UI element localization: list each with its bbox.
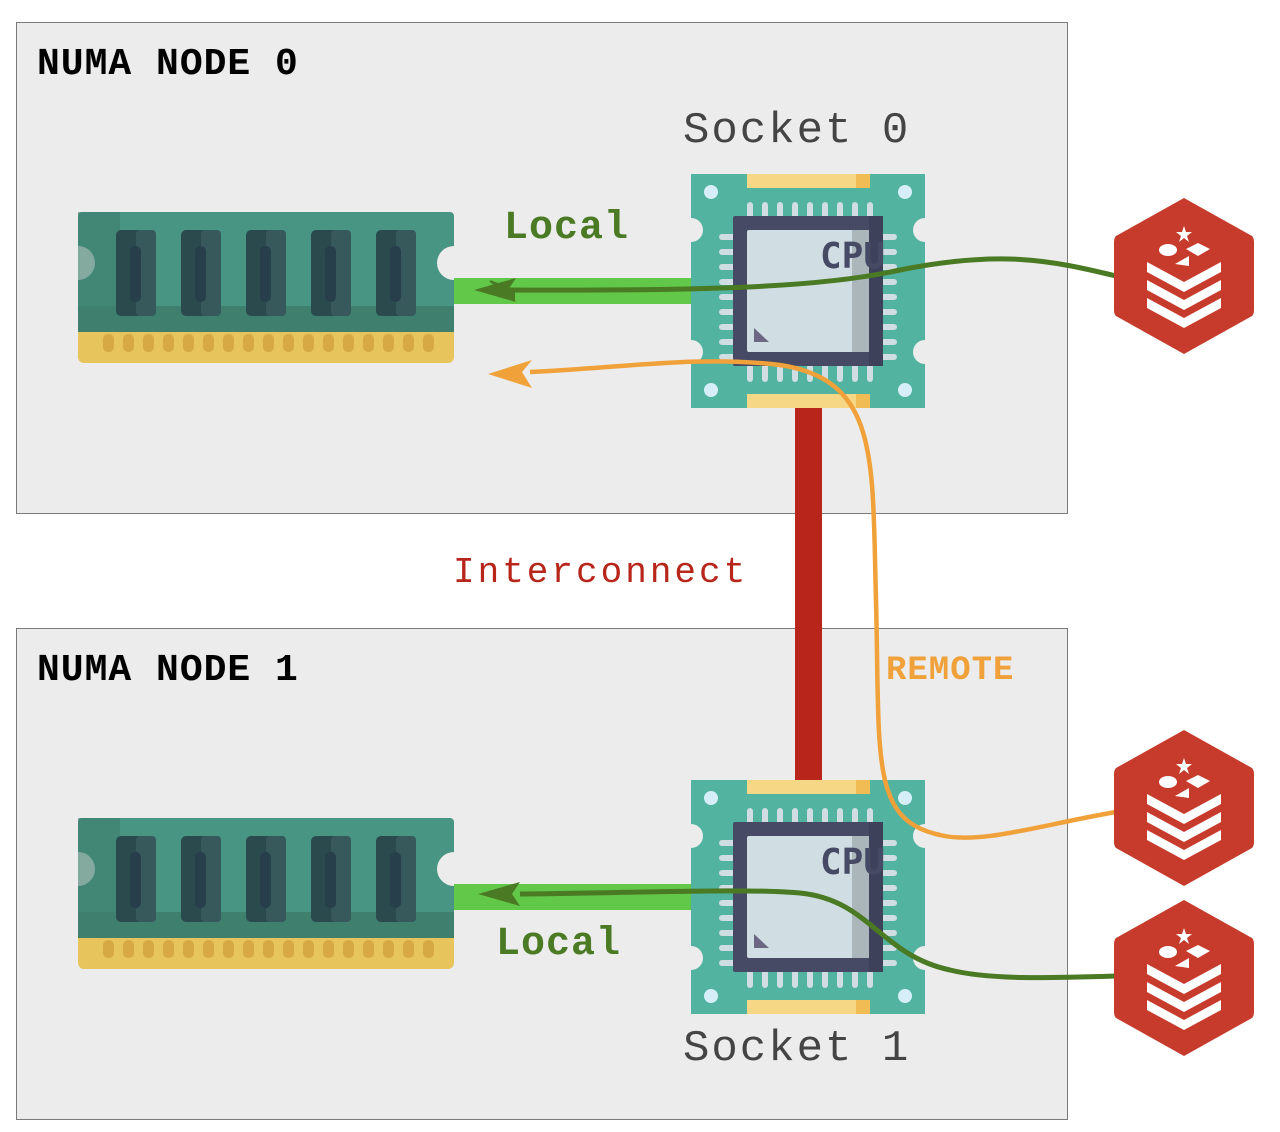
interconnect-link xyxy=(795,406,822,782)
local-label-node-1: Local xyxy=(496,922,622,967)
redis-client-3-icon[interactable] xyxy=(1114,900,1254,1056)
interconnect-label: Interconnect xyxy=(453,552,749,593)
arrow-head-remote xyxy=(488,360,532,388)
redis-client-1-icon[interactable] xyxy=(1114,198,1254,354)
remote-path xyxy=(529,359,1117,840)
redis-client-2-icon[interactable] xyxy=(1114,730,1254,886)
ram-module-node-0-icon xyxy=(78,212,454,363)
ram-module-node-1-icon xyxy=(78,818,454,969)
arrow-head-local-0 xyxy=(474,278,516,302)
local-path-node-1 xyxy=(519,888,1117,981)
numa-node-1-title: NUMA NODE 1 xyxy=(37,649,299,692)
cpu-0-chip-text: CPU xyxy=(820,236,885,277)
remote-label: REMOTE xyxy=(886,652,1015,690)
local-label-node-0: Local xyxy=(504,206,630,251)
local-path-node-0 xyxy=(499,256,1117,293)
cpu-1-chip-text: CPU xyxy=(820,842,885,883)
socket-0-label: Socket 0 xyxy=(683,106,911,156)
arrow-head-local-1 xyxy=(478,882,520,906)
socket-1-label: Socket 1 xyxy=(683,1024,911,1074)
numa-node-0-title: NUMA NODE 0 xyxy=(37,43,299,86)
cpu-socket-1-icon xyxy=(691,780,925,1014)
